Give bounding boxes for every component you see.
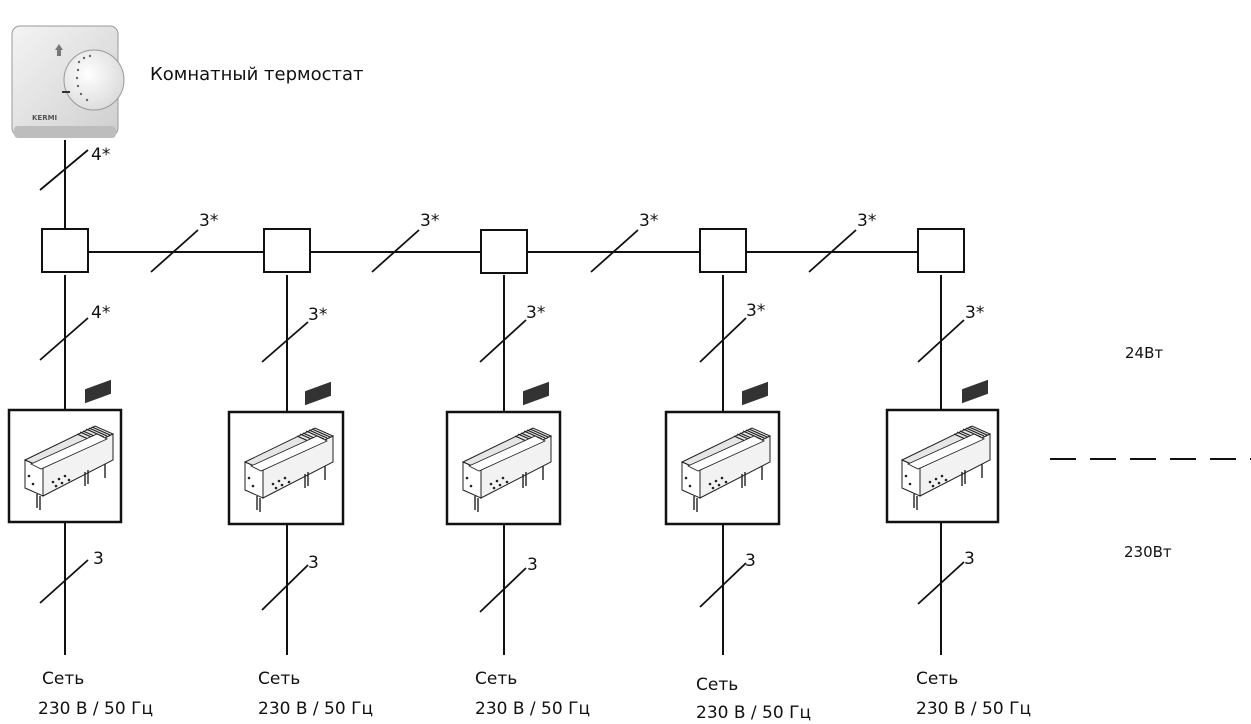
wires xyxy=(64,140,942,655)
bus-segment-markers: 3* 3* 3* 3* xyxy=(150,211,876,273)
control-wire-label: 3* xyxy=(308,305,327,325)
supply-label: Сеть xyxy=(42,669,84,689)
bus-segment-label: 3* xyxy=(639,211,658,231)
power-wire-label: 3 xyxy=(527,555,538,575)
convector-unit-4: 3* 3 Сеть 230 В / 50 Гц xyxy=(664,301,811,723)
control-wire-label: 4* xyxy=(91,303,110,323)
supply-label: Сеть xyxy=(258,669,300,689)
junction-boxes xyxy=(41,228,965,274)
control-wire-label: 3* xyxy=(746,301,765,321)
control-wire-label: 3* xyxy=(965,303,984,323)
low-voltage-label: 24Вт xyxy=(1125,344,1163,362)
junction-box xyxy=(41,228,89,273)
supply-voltage-label: 230 В / 50 Гц xyxy=(258,699,373,719)
junction-box xyxy=(917,228,965,273)
supply-label: Сеть xyxy=(916,669,958,689)
junction-box xyxy=(699,228,747,273)
bus-segment-label: 3* xyxy=(199,211,218,231)
power-wire-label: 3 xyxy=(745,551,756,571)
junction-box xyxy=(263,228,311,273)
thermostat-symbol-icon xyxy=(55,44,63,56)
room-thermostat: KERMI xyxy=(11,25,125,138)
convector-unit-3: 3* 3 Сеть 230 В / 50 Гц xyxy=(445,303,590,719)
convector-unit-2: 3* 3 Сеть 230 В / 50 Гц xyxy=(227,305,373,719)
bus-segment-label: 3* xyxy=(420,211,439,231)
junction-box xyxy=(480,229,528,274)
thermostat-dial xyxy=(63,49,125,111)
bus-segment-label: 3* xyxy=(857,211,876,231)
control-wire-label: 3* xyxy=(526,303,545,323)
convector-unit-1: 4* 3 Сеть 230 В / 50 Гц xyxy=(7,303,153,719)
high-voltage-label: 230Вт xyxy=(1124,543,1172,561)
thermostat-brand: KERMI xyxy=(32,114,57,122)
power-wire-label: 3 xyxy=(93,549,104,569)
supply-voltage-label: 230 В / 50 Гц xyxy=(916,699,1031,719)
supply-voltage-label: 230 В / 50 Гц xyxy=(475,699,590,719)
supply-label: Сеть xyxy=(696,675,738,695)
supply-label: Сеть xyxy=(475,669,517,689)
thermostat-label: Комнатный термостат xyxy=(150,64,364,85)
convector-unit-5: 3* 3 Сеть 230 В / 50 Гц xyxy=(885,303,1031,719)
thermostat-wire-label: 4* xyxy=(91,145,110,165)
power-wire-label: 3 xyxy=(308,553,319,573)
supply-voltage-label: 230 В / 50 Гц xyxy=(38,699,153,719)
supply-voltage-label: 230 В / 50 Гц xyxy=(696,703,811,723)
power-wire-label: 3 xyxy=(964,549,975,569)
